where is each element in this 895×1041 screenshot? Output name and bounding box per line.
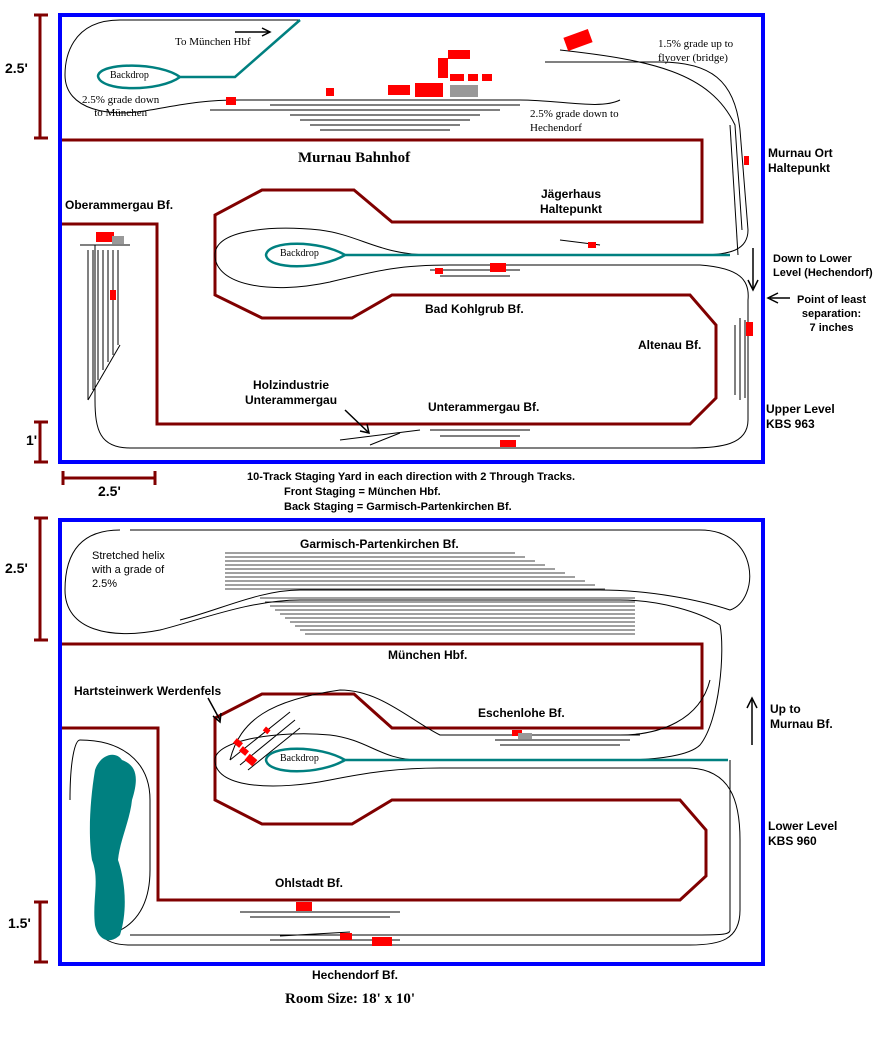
backdrop-upper-center-label: Backdrop (280, 248, 319, 259)
ohlstadt-label: Ohlstadt Bf. (275, 876, 343, 890)
lower-height-dimension: 2.5' (5, 560, 28, 576)
staging-note-line3: Back Staging = Garmisch-Partenkirchen Bf… (284, 501, 512, 513)
lower-track (64, 529, 751, 946)
altenau-label: Altenau Bf. (638, 338, 702, 352)
jagerhaus-label: Jägerhaus Haltepunkt (540, 187, 603, 216)
lower-level-label: Lower Level KBS 960 (768, 819, 838, 848)
grade-down-hechendorf-label: 2.5% grade down to Hechendorf (530, 108, 619, 134)
to-munchen-label: To München Hbf (175, 36, 251, 48)
hartsteinwerk-label: Hartsteinwerk Werdenfels (74, 684, 222, 698)
backdrop-lower-label: Backdrop (280, 753, 319, 764)
down-to-lower-label: Down to Lower Level (Hechendorf) (773, 253, 873, 279)
staging-note-line1: 10-Track Staging Yard in each direction … (247, 471, 576, 483)
lower-buildings-grey (518, 733, 532, 739)
oberammergau-label: Oberammergau Bf. (65, 198, 174, 212)
point-least-separation-label: Point of least separation: 7 inches (797, 294, 867, 334)
garmisch-staging-yard (225, 552, 605, 590)
lower-frame (58, 518, 765, 966)
upper-level-label: Upper Level KBS 963 (766, 402, 835, 431)
holzindustrie-label: Holzindustrie Unterammergau (245, 378, 338, 407)
helix-label: Stretched helix with a grade of 2.5% (92, 550, 165, 590)
eschenlohe-label: Eschenlohe Bf. (478, 706, 565, 720)
lake-shape (89, 754, 136, 941)
dimension-lower-left (34, 516, 48, 964)
hechendorf-label: Hechendorf Bf. (312, 968, 399, 982)
lower-buildings (233, 726, 522, 946)
upper-track (64, 19, 749, 449)
lower-benchwork (62, 642, 708, 902)
munchen-staging-yard (260, 597, 635, 635)
dimension-upper-left (34, 13, 157, 485)
room-size-label: Room Size: 18' x 10' (285, 991, 415, 1007)
unterammergau-label: Unterammergau Bf. (428, 400, 540, 414)
upper-buildings (96, 28, 753, 447)
grade-up-flyover-label: 1.5% grade up to flyover (bridge) (658, 38, 734, 64)
backdrop-upper-left-label: Backdrop (110, 70, 149, 81)
upper-benchwork (62, 138, 718, 426)
lower-small-dimension: 1.5' (8, 915, 31, 931)
garmisch-label: Garmisch-Partenkirchen Bf. (300, 537, 459, 551)
up-to-murnau-label: Up to Murnau Bf. (770, 702, 833, 731)
upper-height-dimension: 2.5' (5, 60, 28, 76)
upper-small-dimension: 1' (26, 432, 38, 448)
staging-note-line2: Front Staging = München Hbf. (284, 486, 441, 498)
munchen-hbf-label: München Hbf. (388, 648, 468, 662)
murnau-bahnhof-label: Murnau Bahnhof (298, 150, 411, 166)
upper-arrows (235, 27, 790, 434)
grade-down-munchen-label: 2.5% grade down to München (82, 94, 160, 119)
upper-building-grey (112, 85, 478, 244)
lower-backdrop (264, 747, 728, 773)
murnau-ort-label: Murnau Ort Haltepunkt (768, 146, 833, 175)
bad-kohlgrub-label: Bad Kohlgrub Bf. (425, 302, 524, 316)
upper-frame (58, 13, 765, 464)
lower-arrows (207, 696, 758, 745)
upper-backdrop (96, 19, 730, 268)
width-dimension: 2.5' (98, 483, 121, 499)
